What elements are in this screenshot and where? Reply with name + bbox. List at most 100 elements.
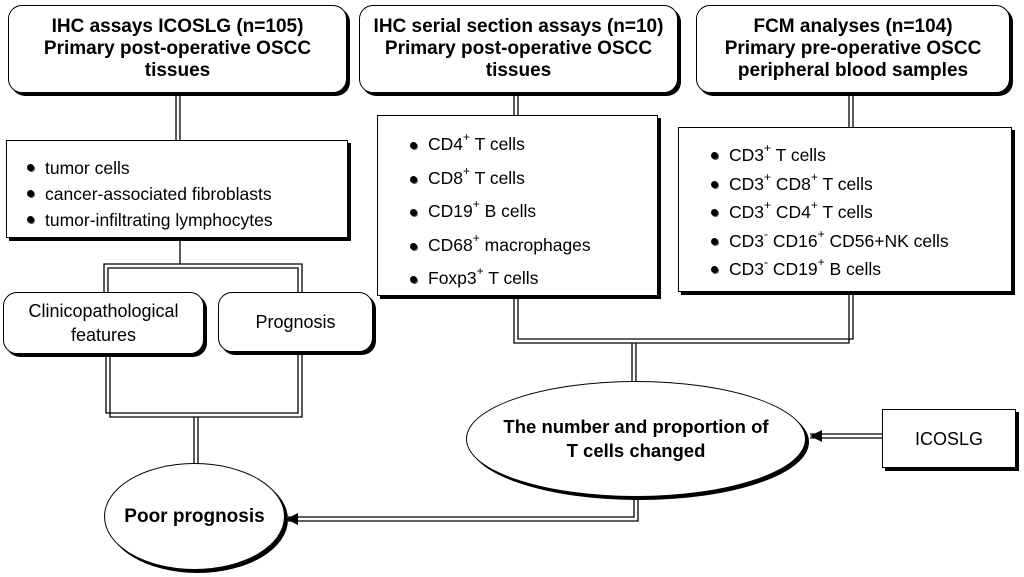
bullet-icon — [711, 152, 718, 159]
superscript: + — [764, 169, 772, 184]
connector-line — [288, 497, 635, 518]
list-item-text: T cells — [771, 145, 826, 165]
list-item-text: CD16 — [768, 230, 818, 251]
bullet-icon — [711, 266, 718, 273]
header-line2: Primary post-operative OSCC — [43, 38, 312, 59]
header-line2: Primary pre-operative OSCC — [724, 38, 982, 59]
box-label: Prognosis — [255, 312, 336, 332]
superscript: + — [463, 130, 471, 145]
list-item: CD3+ CD4+ T cells — [709, 198, 1011, 227]
connector-line — [513, 293, 850, 344]
arrowhead-icon — [810, 430, 822, 442]
list-item: CD3- CD19+ B cells — [709, 255, 1011, 284]
list-item: CD19+ B cells — [408, 195, 657, 229]
list-item: CD3- CD16+ CD56+NK cells — [709, 227, 1011, 256]
list-item: CD68+ macrophages — [408, 229, 657, 263]
ellipse-label-line2: T cells changed — [566, 440, 706, 461]
list-item-text: T cells — [470, 134, 525, 154]
header-fcm: FCM analyses (n=104) Primary pre-operati… — [696, 5, 1010, 93]
list-item: tumor-infiltrating lymphocytes — [25, 207, 347, 233]
connector-line — [107, 267, 299, 292]
connector-line — [105, 352, 299, 414]
connector-line — [517, 293, 854, 340]
superscript: + — [810, 169, 818, 184]
list-cell-types: tumor cells cancer-associated fibroblast… — [6, 140, 348, 238]
ellipse-label-line1: The number and proportion of — [503, 416, 769, 437]
list-item-text: CD4 — [771, 202, 811, 222]
list-item: Foxp3+ T cells — [408, 262, 657, 296]
list-item-text: T cells — [483, 268, 539, 288]
header-line1: IHC serial section assays (n=10) — [373, 16, 664, 37]
list-item-text: CD4 — [428, 134, 464, 154]
bullet-icon — [711, 180, 718, 188]
header-line3: peripheral blood samples — [737, 60, 969, 81]
bullet-list: CD4+ T cells CD8+ T cells CD19+ B cells … — [408, 128, 657, 296]
list-item-text: CD19 — [428, 201, 473, 221]
list-item-text: CD68 — [428, 234, 473, 255]
list-item: CD3+ CD8+ T cells — [709, 170, 1011, 199]
list-item: tumor cells — [25, 155, 347, 181]
list-item-text: B cells — [479, 201, 537, 221]
bullet-icon — [410, 142, 417, 149]
clinicopathological-features-box: Clinicopathological features — [3, 292, 204, 354]
list-item-text: CD3 — [729, 230, 765, 251]
bullet-icon — [27, 164, 34, 171]
bullet-list: tumor cells cancer-associated fibroblast… — [25, 155, 347, 233]
list-item-text: T cells — [470, 167, 525, 188]
list-item-text: CD3 — [729, 259, 765, 279]
connector-line — [103, 263, 303, 292]
list-item-text: CD3 — [729, 202, 765, 222]
superscript: + — [810, 198, 818, 213]
superscript: + — [817, 255, 825, 270]
list-item-text: T cells — [817, 202, 873, 222]
list-item-text: T cells — [817, 173, 873, 194]
arrowhead-icon — [286, 513, 298, 525]
header-line1: FCM analyses (n=104) — [753, 16, 953, 37]
header-line3: tissues — [144, 60, 211, 81]
list-item-text: CD8 — [771, 173, 811, 194]
superscript: - — [764, 255, 769, 270]
bullet-icon — [711, 209, 718, 216]
box-label: ICOSLG — [914, 428, 984, 449]
list-item-text: CD56+NK cells — [824, 230, 949, 251]
superscript: + — [817, 226, 825, 241]
bullet-icon — [410, 175, 417, 183]
connector-line — [109, 352, 303, 418]
header-line3: tissues — [485, 60, 552, 81]
bullet-icon — [410, 242, 417, 250]
superscript: + — [764, 141, 772, 156]
bullet-icon — [410, 276, 417, 283]
list-item: cancer-associated fibroblasts — [25, 181, 347, 207]
t-cells-changed-ellipse: The number and proportion of T cells cha… — [466, 381, 806, 497]
header-line2: Primary post-operative OSCC — [384, 38, 653, 59]
list-item-text: Foxp3 — [428, 268, 477, 288]
list-item: CD4+ T cells — [408, 128, 657, 162]
list-item-text: CD8 — [428, 167, 464, 188]
list-item-text: CD3 — [729, 145, 765, 165]
superscript: - — [764, 226, 769, 241]
connector-line — [288, 497, 639, 522]
superscript: + — [472, 197, 480, 212]
list-item-text: CD3 — [729, 173, 765, 194]
ellipse-label: Poor prognosis — [124, 505, 265, 527]
list-item: CD8+ T cells — [408, 162, 657, 196]
superscript: + — [472, 230, 480, 245]
header-ihc-serial: IHC serial section assays (n=10) Primary… — [359, 5, 678, 93]
header-ihc-icoslg: IHC assays ICOSLG (n=105) Primary post-o… — [8, 5, 347, 93]
box-label-line1: Clinicopathological — [28, 301, 179, 321]
list-item: CD3+ T cells — [709, 141, 1011, 170]
superscript: + — [764, 198, 772, 213]
list-item-text: CD19 — [768, 259, 818, 279]
list-ihc-cells: CD4+ T cells CD8+ T cells CD19+ B cells … — [377, 115, 658, 296]
prognosis-box: Prognosis — [218, 292, 373, 352]
box-label-line2: features — [70, 325, 137, 345]
list-item-text: cancer-associated fibroblasts — [45, 184, 272, 204]
list-item-text: tumor-infiltrating lymphocytes — [45, 210, 273, 230]
poor-prognosis-ellipse: Poor prognosis — [104, 463, 285, 570]
bullet-icon — [27, 190, 34, 197]
icoslg-box: ICOSLG — [882, 409, 1016, 468]
list-item-text: tumor cells — [45, 158, 130, 178]
bullet-icon — [27, 216, 34, 223]
